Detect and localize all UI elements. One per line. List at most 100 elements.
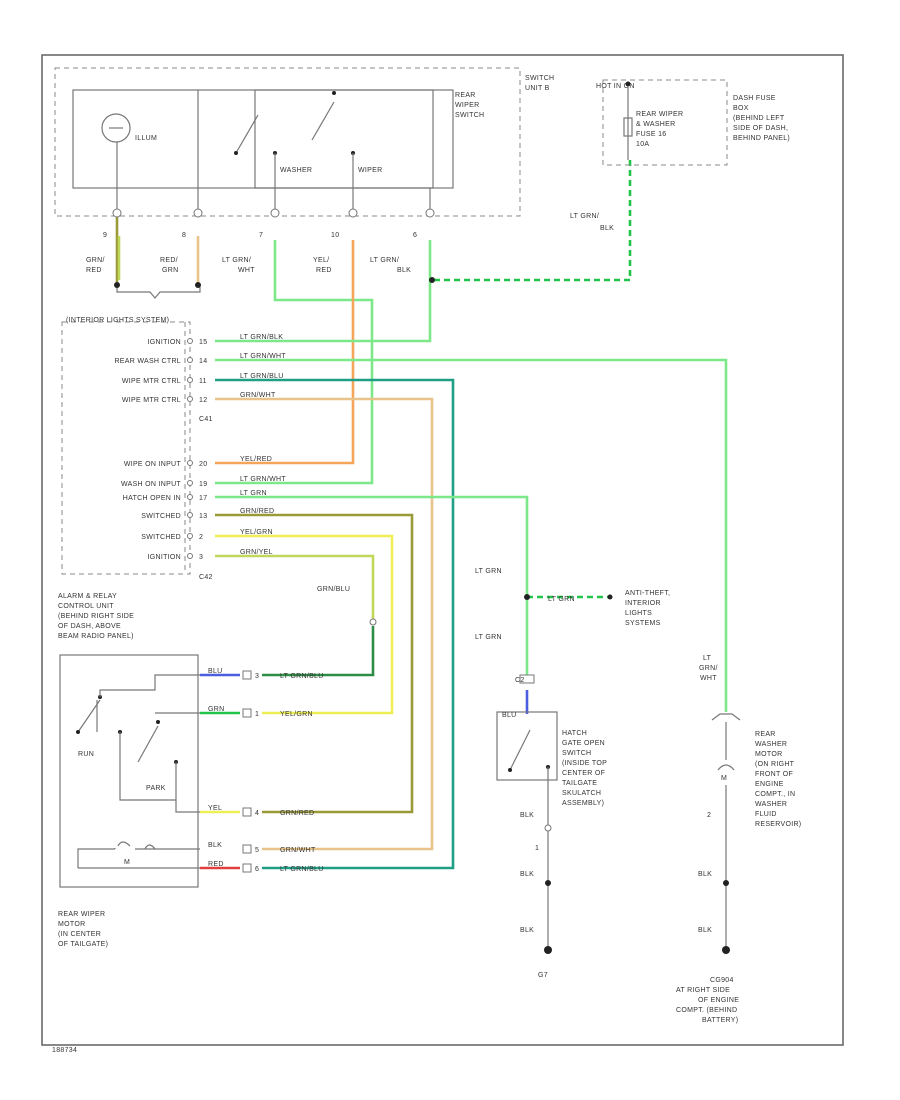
washer-label: WASHER bbox=[755, 741, 787, 748]
washer-motor-icon bbox=[717, 764, 735, 771]
switch-terminal bbox=[270, 208, 280, 218]
relay-wire-label: GRN/WHT bbox=[240, 392, 276, 399]
washer-wire-label: WHT bbox=[700, 675, 717, 682]
control-unit-label: BEAM RADIO PANEL) bbox=[58, 633, 134, 640]
washer-wire-label: LT bbox=[703, 655, 712, 662]
fuse-name: FUSE 16 bbox=[636, 131, 667, 138]
wire-color-label: RED bbox=[316, 267, 332, 274]
splice-dot bbox=[114, 282, 120, 288]
dimmer-label: (INTERIOR LIGHTS SYSTEM) bbox=[66, 317, 169, 324]
relay-row-label: WASH ON INPUT bbox=[121, 481, 181, 488]
park-switch-blade bbox=[137, 725, 159, 763]
pin-number: 7 bbox=[259, 232, 263, 239]
wire-lt-grn-blk-ign bbox=[215, 240, 432, 343]
pin-number: 10 bbox=[331, 232, 339, 239]
relay-terminal bbox=[187, 460, 193, 466]
fuse-box-label: SIDE OF DASH, bbox=[733, 125, 788, 132]
switch-terminal bbox=[348, 208, 358, 218]
wiper-contact-top bbox=[332, 91, 336, 95]
pin-number: 6 bbox=[413, 232, 417, 239]
washer-label: MOTOR bbox=[755, 751, 782, 758]
motor-wire-color: BLU bbox=[208, 668, 223, 675]
wire-yel-red bbox=[215, 240, 355, 465]
run-label: RUN bbox=[78, 751, 94, 758]
control-unit-outline bbox=[61, 321, 191, 575]
hatch-switch-box bbox=[496, 711, 558, 781]
wire-layer bbox=[115, 160, 728, 870]
washer-label: FRONT OF bbox=[755, 771, 793, 778]
control-unit-label: ALARM & RELAY bbox=[58, 593, 117, 600]
motor-wire-label: GRN/WHT bbox=[280, 847, 316, 854]
wire-ignition-3 bbox=[215, 554, 375, 620]
pin-number: 8 bbox=[182, 232, 186, 239]
ground-ref-label: COMPT. (BEHIND bbox=[676, 1007, 737, 1014]
motor-label: REAR WIPER bbox=[58, 911, 105, 918]
relay-terminal bbox=[187, 357, 193, 363]
control-unit-label: CONTROL UNIT bbox=[58, 603, 114, 610]
switch-unit-label: SWITCH bbox=[525, 75, 554, 82]
run-switch-blade bbox=[77, 699, 101, 733]
hatch-splice-dot bbox=[545, 880, 551, 886]
washer-label: REAR bbox=[755, 731, 776, 738]
relay-pin: 19 bbox=[199, 481, 207, 488]
hatch-connector bbox=[519, 674, 535, 684]
relay-connector: C41 bbox=[199, 416, 213, 423]
park-contact bbox=[156, 720, 160, 724]
relay-wire-label: GRN/RED bbox=[240, 508, 274, 515]
motor-label: MOTOR bbox=[58, 921, 85, 928]
wiper-label: WIPER bbox=[358, 167, 382, 174]
wire-color-label: RED/ bbox=[160, 257, 178, 264]
splice-dot bbox=[195, 282, 201, 288]
wire-color-label: WHT bbox=[238, 267, 255, 274]
fuse-dot bbox=[625, 81, 631, 87]
switch-terminal bbox=[425, 208, 435, 218]
diagram-frame bbox=[41, 54, 844, 1046]
washer-wire-label: GRN/ bbox=[699, 665, 718, 672]
washer-blk-label: BLK bbox=[698, 927, 712, 934]
washer-label: FLUID bbox=[755, 811, 777, 818]
illum-label: ILLUM bbox=[135, 135, 157, 142]
fuse-wire-label: BLK bbox=[600, 225, 614, 232]
wire-rear-wash-ctrl bbox=[215, 358, 728, 712]
relay-terminal bbox=[187, 338, 193, 344]
motor-icon bbox=[114, 841, 131, 850]
fuse-box-label: BEHIND PANEL) bbox=[733, 135, 790, 142]
wire-color-label: RED bbox=[86, 267, 102, 274]
switch-unit-label: UNIT B bbox=[525, 85, 550, 92]
hatch-pin bbox=[544, 824, 552, 832]
motor-terminal bbox=[242, 670, 252, 680]
motor-wire-color: GRN bbox=[208, 706, 224, 713]
relay-row-label: IGNITION bbox=[147, 339, 181, 346]
antitheft-label: LIGHTS bbox=[625, 610, 652, 617]
washer-contact bbox=[234, 151, 238, 155]
motor-icon bbox=[144, 844, 156, 850]
hatch-label: TAILGATE bbox=[562, 780, 597, 787]
motor-wire-label: LT GRN/BLU bbox=[280, 866, 324, 873]
hatch-label: ASSEMBLY) bbox=[562, 800, 604, 807]
park-to-pin4 bbox=[175, 800, 200, 813]
relay-row-label: REAR WASH CTRL bbox=[114, 358, 181, 365]
wire-switched-2 bbox=[215, 534, 394, 715]
ground-ref-name: CG904 bbox=[710, 977, 734, 984]
relay-pin: 20 bbox=[199, 461, 207, 468]
relay-pin: 3 bbox=[199, 554, 203, 561]
wire-fuse-feed bbox=[432, 160, 632, 282]
switch-label: SWITCH bbox=[455, 112, 484, 119]
hatch-conn-label: C2 bbox=[515, 677, 525, 684]
hatch-label: HATCH bbox=[562, 730, 587, 737]
motor-pin: 4 bbox=[255, 810, 259, 817]
washer-label: WASHER bbox=[755, 801, 787, 808]
washer-label: RESERVOIR) bbox=[755, 821, 801, 828]
motor-wire-color: YEL bbox=[208, 805, 222, 812]
switch-label: WIPER bbox=[455, 102, 479, 109]
pin3-lead bbox=[99, 674, 200, 697]
relay-wire-label: LT GRN bbox=[240, 490, 267, 497]
relay-wire-label: YEL/RED bbox=[240, 456, 272, 463]
motor-wire-label: GRN/RED bbox=[280, 810, 314, 817]
wire-switched-13 bbox=[215, 513, 414, 814]
relay-wire-label: LT GRN/BLK bbox=[240, 334, 283, 341]
motor-terminal bbox=[242, 807, 252, 817]
ground-ref-label: AT RIGHT SIDE bbox=[676, 987, 730, 994]
motor-wire-color: BLK bbox=[208, 842, 222, 849]
